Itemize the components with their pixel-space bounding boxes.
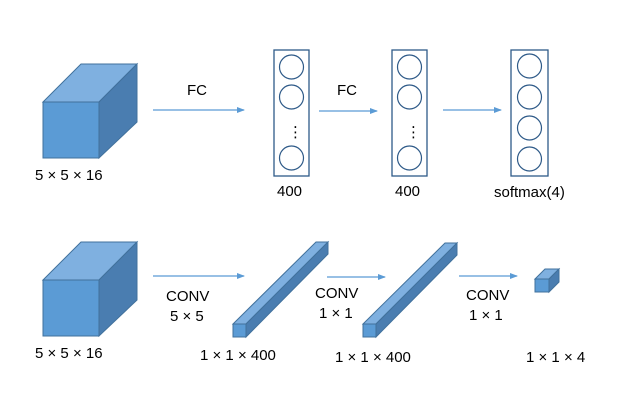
neuron [278, 84, 305, 110]
neuron [278, 54, 305, 80]
neuron [396, 54, 423, 80]
neuron [516, 146, 543, 172]
conv-2-size: 1 × 1 [319, 305, 353, 322]
fc-layer-1: ⋮ [273, 49, 310, 177]
output-label: 1 × 1 × 4 [526, 349, 585, 366]
neuron [396, 84, 423, 110]
fc-layer-2: ⋮ [391, 49, 428, 177]
bottom-input-label: 5 × 5 × 16 [35, 345, 103, 362]
fc-layer-1-ellipsis: ⋮ [288, 124, 303, 141]
output-cube [533, 267, 561, 294]
neuron [396, 145, 423, 171]
cube-front-face [42, 101, 100, 159]
neuron [516, 53, 543, 79]
volume-2-label: 1 × 1 × 400 [335, 349, 411, 366]
bar-front-face [362, 323, 377, 338]
volume-1-label: 1 × 1 × 400 [200, 347, 276, 364]
fc-layer-1-label: 400 [277, 183, 302, 200]
bar-side-face [375, 241, 458, 339]
bottom-input-cube [41, 240, 139, 338]
fc-layer-2-ellipsis: ⋮ [406, 124, 421, 141]
top-input-cube [41, 62, 139, 160]
conv-3-label: CONV [466, 287, 509, 304]
cube-front-face [534, 278, 550, 293]
bar-top-face [231, 241, 330, 325]
volume-1-bar [231, 240, 330, 339]
conv-1-size: 5 × 5 [170, 308, 204, 325]
neuron [516, 115, 543, 141]
volume-2-bar [361, 241, 459, 339]
fc-layer-2-label: 400 [395, 183, 420, 200]
conv-3-size: 1 × 1 [469, 307, 503, 324]
conv-1-label: CONV [166, 288, 209, 305]
softmax-layer [510, 49, 549, 177]
bar-front-face [232, 323, 247, 338]
neuron [278, 145, 305, 171]
conv-2-label: CONV [315, 285, 358, 302]
cube-front-face [42, 279, 100, 337]
bar-top-face [361, 242, 459, 325]
neuron [516, 84, 543, 110]
softmax-label: softmax(4) [494, 184, 565, 201]
top-arrow-2-label: FC [337, 82, 357, 99]
top-input-label: 5 × 5 × 16 [35, 167, 103, 184]
top-arrow-1-label: FC [187, 82, 207, 99]
